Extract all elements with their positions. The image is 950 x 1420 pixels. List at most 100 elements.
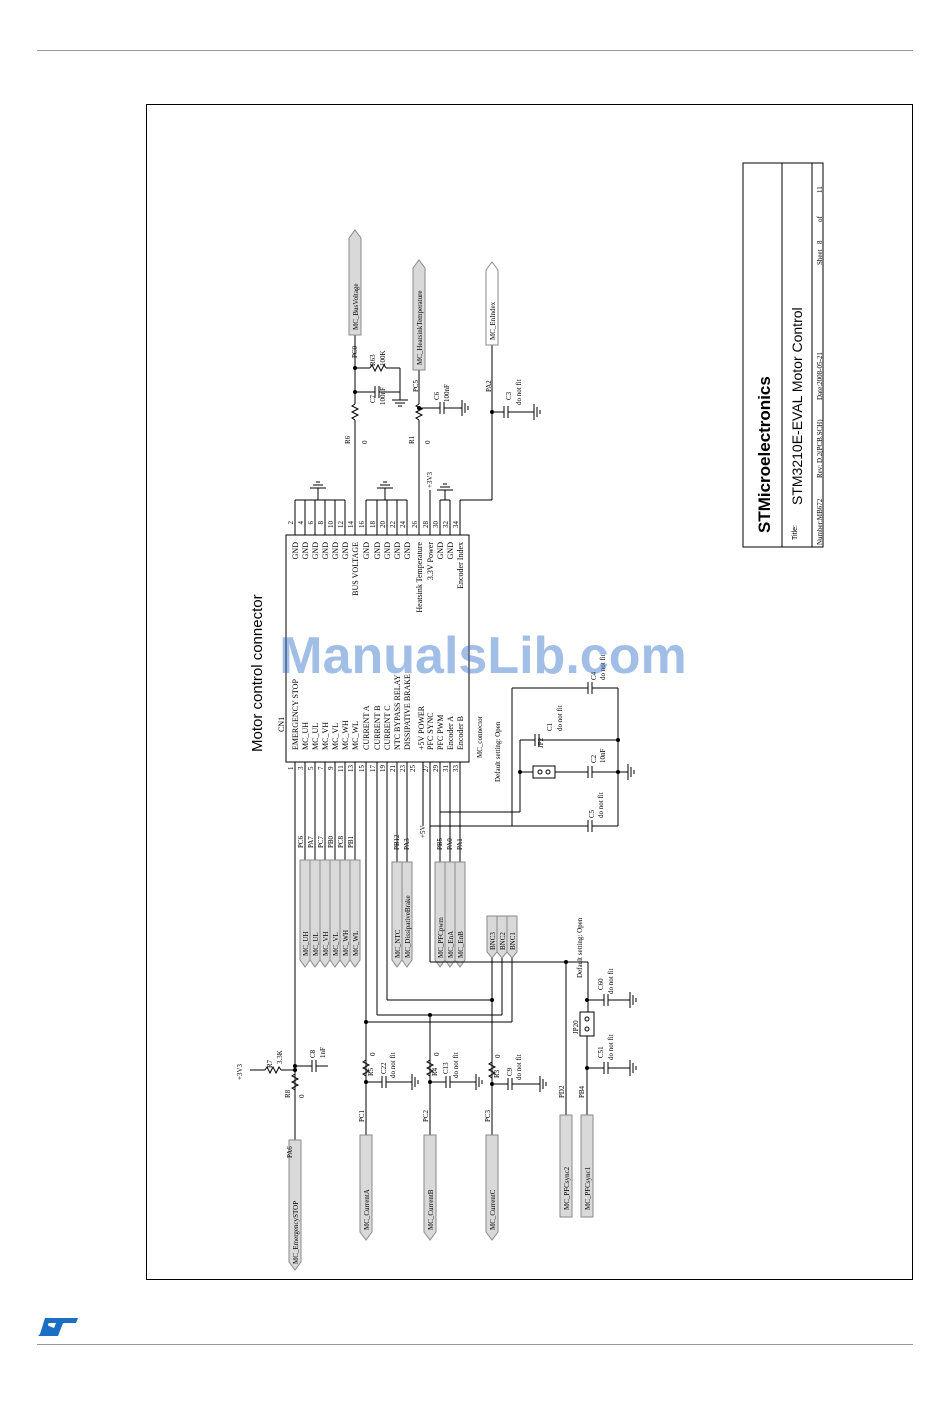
pin-name: PFC SYNC bbox=[426, 712, 435, 750]
pin-number: 1 bbox=[287, 766, 295, 770]
pin-name: GND bbox=[341, 542, 350, 560]
pin-number: 5 bbox=[307, 766, 315, 770]
heatsink-net-label bbox=[412, 259, 426, 371]
pin-name: MC_UL bbox=[311, 723, 320, 750]
pin-number: 17 bbox=[369, 765, 377, 773]
title-block-border bbox=[742, 162, 824, 548]
pin-name: +5V POWER bbox=[417, 705, 426, 750]
pin-name: 3.3V Power bbox=[426, 542, 435, 580]
pin-name: GND bbox=[362, 542, 371, 560]
net-label: MC_CurrentB bbox=[427, 1189, 435, 1230]
port-label: PC7 bbox=[317, 835, 325, 848]
pin-name: GND bbox=[331, 542, 340, 560]
bnc-labels bbox=[486, 915, 518, 959]
net-label: MC_VH bbox=[322, 931, 330, 956]
part-ref: JP20 bbox=[572, 1020, 580, 1034]
port-label: PB0 bbox=[327, 835, 335, 848]
pin-number: 7 bbox=[317, 766, 325, 770]
pwm-net-labels bbox=[299, 859, 361, 968]
part-value: 100nF bbox=[443, 384, 451, 402]
port-label: PC5 bbox=[412, 379, 420, 392]
part-ref: C13 bbox=[442, 1062, 450, 1074]
part-value: do not fit bbox=[597, 792, 605, 818]
port-label: PA7 bbox=[307, 836, 315, 848]
current-a-net-label bbox=[359, 1134, 373, 1241]
default-note: Default setting: Open bbox=[576, 917, 584, 978]
connector-ref: CN1 bbox=[277, 717, 286, 732]
pin-number: 2 bbox=[287, 521, 295, 525]
heatsink-network bbox=[414, 370, 469, 438]
current-c-network bbox=[487, 1061, 547, 1135]
pin-name: GND bbox=[383, 542, 392, 560]
net-label: MC_DissipativeBrake bbox=[404, 895, 412, 958]
brake-net-texts: PB12 PA3 MC_NTC MC_DissipativeBrake bbox=[393, 834, 412, 958]
drawing-title: STM3210E-EVAL Motor Control bbox=[789, 307, 805, 505]
pin-name: GND bbox=[393, 542, 402, 560]
pin-number: 18 bbox=[369, 521, 377, 529]
pin-number: 31 bbox=[442, 765, 450, 773]
pin-name: PFC PWM bbox=[436, 715, 445, 750]
net-label: MC_EnB bbox=[457, 931, 465, 958]
part-ref: C9 bbox=[506, 1067, 514, 1076]
port-label: PC6 bbox=[297, 835, 305, 848]
pin-name: MC_WH bbox=[341, 720, 350, 750]
bus-voltage-net-label bbox=[348, 229, 362, 336]
connector-right-pins bbox=[294, 380, 493, 535]
part-ref: C51 bbox=[597, 1046, 605, 1058]
right-pin-texts: GND GND GND GND GND GND BUS VOLTAGE GND … bbox=[287, 521, 465, 613]
pin-number: 28 bbox=[422, 521, 430, 529]
part-value: 3.3K bbox=[276, 1050, 284, 1064]
pin-name: GND bbox=[436, 542, 445, 560]
emergency-stop-net-label bbox=[288, 1139, 302, 1271]
pin-name: MC_UH bbox=[301, 722, 310, 750]
port-label: PB12 bbox=[393, 834, 401, 850]
pin-number: 13 bbox=[347, 765, 355, 773]
part-ref: C2 bbox=[590, 754, 598, 763]
part-value: do not fit bbox=[515, 1054, 523, 1080]
port-label: PC2 bbox=[422, 1109, 430, 1122]
part-ref: C5 bbox=[588, 809, 596, 818]
part-ref: C6 bbox=[433, 391, 441, 400]
part-ref: C3 bbox=[505, 391, 513, 400]
part-ref: JP2 bbox=[537, 737, 545, 748]
pfc-sync-network bbox=[430, 682, 635, 832]
net-label: MC_EnIndex bbox=[489, 301, 497, 340]
pin-name: MC_WL bbox=[351, 721, 360, 750]
title-label: Title: bbox=[792, 525, 799, 540]
sheet-total: 11 bbox=[816, 186, 824, 193]
port-label: PB5 bbox=[436, 837, 444, 850]
part-ref: C4 bbox=[590, 671, 598, 680]
sheet-of: of bbox=[816, 216, 824, 223]
pin-name: GND bbox=[321, 542, 330, 560]
pin-number: 19 bbox=[379, 765, 387, 773]
encoder-index-network bbox=[491, 345, 541, 420]
part-ref: R7 bbox=[266, 1059, 274, 1068]
net-label: MC_BusVoltage bbox=[352, 283, 360, 330]
schematic-frame bbox=[146, 104, 913, 1280]
pin-name: GND bbox=[403, 542, 412, 560]
pin-number: 23 bbox=[399, 765, 407, 773]
pin-name: GND bbox=[291, 542, 300, 560]
pin-number: 9 bbox=[327, 766, 335, 770]
bnc-label: BNC1 bbox=[509, 932, 517, 950]
part-ref: R6 bbox=[344, 435, 352, 444]
port-label: PA6 bbox=[286, 1146, 294, 1158]
port-label: PB1 bbox=[347, 835, 355, 848]
port-label: PC8 bbox=[337, 835, 345, 848]
port-label: PA3 bbox=[403, 838, 411, 850]
pin-name: GND bbox=[301, 542, 310, 560]
emergency-stop-network bbox=[250, 1060, 328, 1140]
part-value: 0 bbox=[369, 1052, 377, 1056]
part-value: do not fit bbox=[607, 968, 615, 994]
part-value: 100K bbox=[379, 350, 387, 366]
part-ref: C22 bbox=[380, 1062, 388, 1074]
pin-number: 11 bbox=[337, 765, 345, 772]
part-ref: R8 bbox=[284, 1089, 292, 1098]
net-label: MC_UH bbox=[302, 931, 310, 956]
part-value: 0 bbox=[361, 440, 369, 444]
default-note: Default setting: Open bbox=[494, 721, 502, 782]
pfc-sync-jp20-network bbox=[579, 992, 637, 1115]
pin-number: 21 bbox=[389, 765, 397, 773]
part-ref: C7 bbox=[369, 394, 377, 403]
